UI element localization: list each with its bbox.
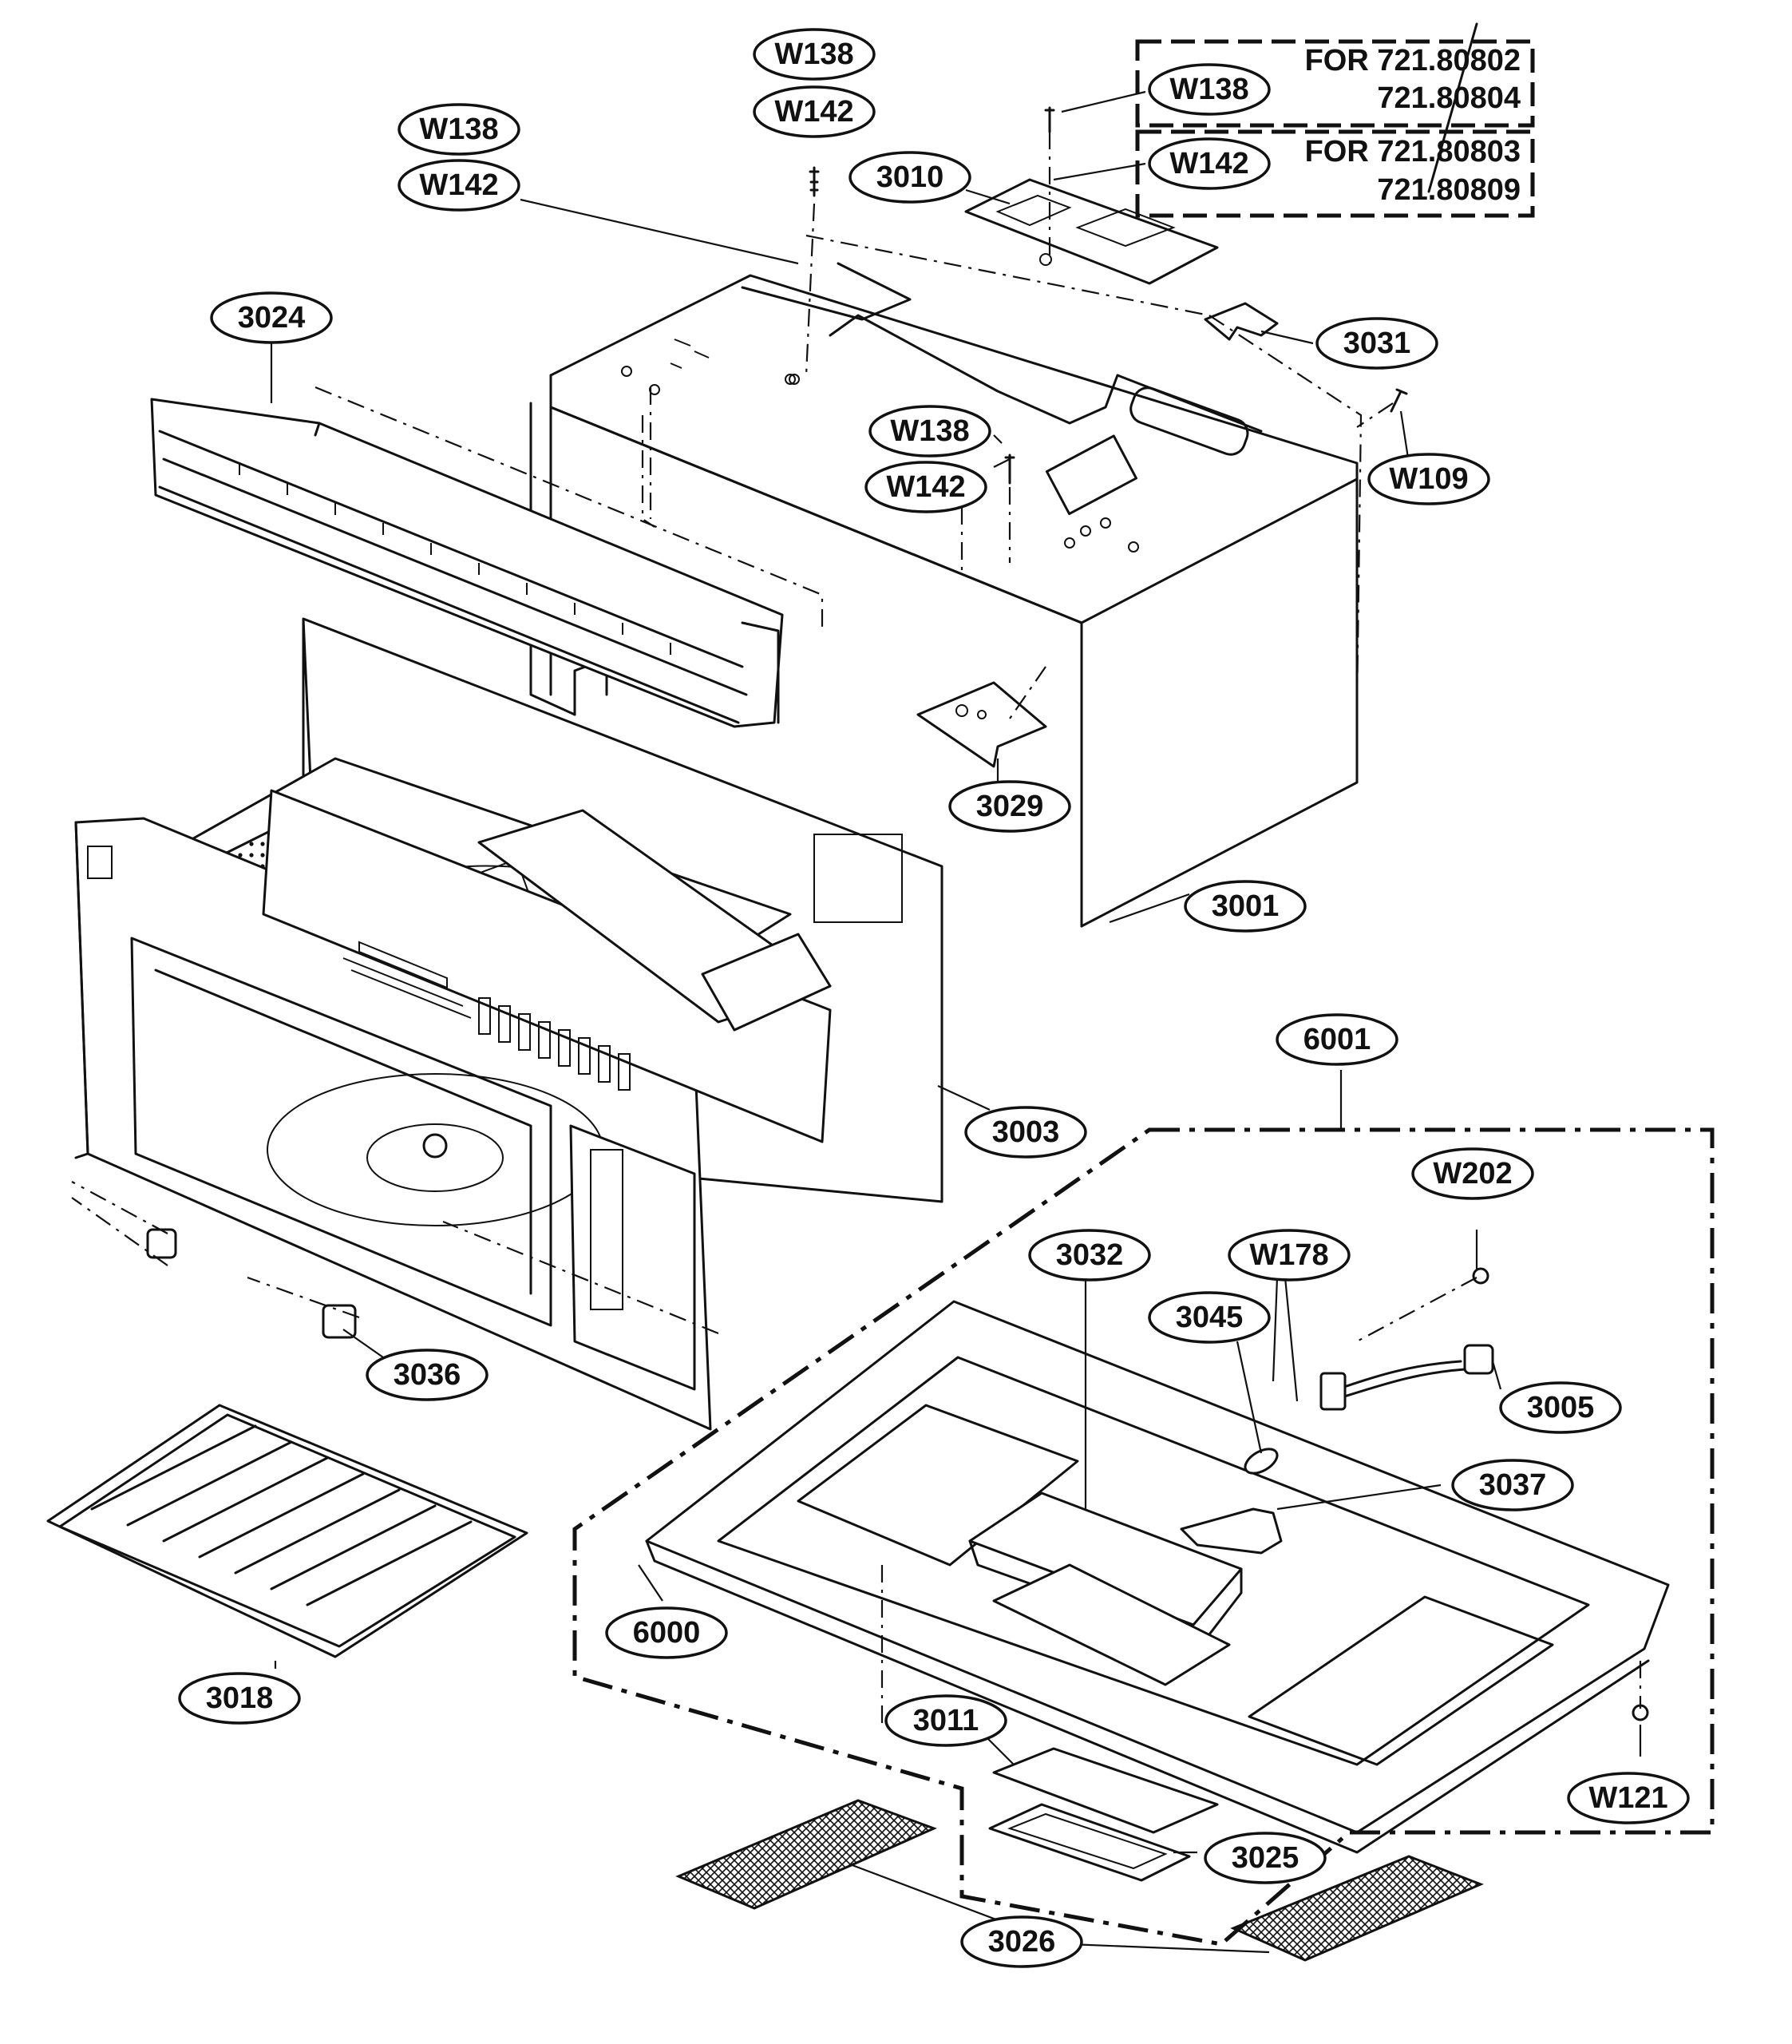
note-w138-line1: FOR 721.80802 xyxy=(1305,44,1521,77)
svg-text:W178: W178 xyxy=(1249,1238,1328,1272)
svg-text:W142: W142 xyxy=(419,168,498,202)
svg-text:W109: W109 xyxy=(1389,462,1468,496)
oven-rack-3018 xyxy=(46,1404,528,1658)
bottom-plate-6000 xyxy=(645,1267,1670,1854)
svg-text:3032: 3032 xyxy=(1056,1238,1124,1272)
svg-text:W121: W121 xyxy=(1588,1781,1667,1815)
svg-text:3003: 3003 xyxy=(992,1115,1060,1149)
callout-w138-box: W138 xyxy=(1148,63,1271,116)
alignment-lines xyxy=(71,132,1642,1729)
svg-text:3010: 3010 xyxy=(876,160,944,194)
callout-3031: 3031 xyxy=(1315,317,1438,370)
oven-cavity-3003 xyxy=(74,617,943,1431)
callout-3025: 3025 xyxy=(1204,1832,1327,1884)
svg-text:W202: W202 xyxy=(1433,1157,1512,1190)
model-note-box-w142 xyxy=(1135,129,1535,218)
callout-w109: W109 xyxy=(1367,453,1490,505)
callout-w138-mid: W138 xyxy=(868,405,991,458)
callout-3018: 3018 xyxy=(178,1672,301,1725)
svg-text:W142: W142 xyxy=(1169,147,1248,180)
svg-text:3025: 3025 xyxy=(1232,1841,1299,1875)
callout-w142-left: W142 xyxy=(398,159,520,212)
callout-3045: 3045 xyxy=(1148,1291,1271,1344)
note-strike-mark xyxy=(1427,22,1478,193)
callout-3037: 3037 xyxy=(1451,1459,1574,1511)
svg-text:W142: W142 xyxy=(886,470,965,504)
svg-text:W138: W138 xyxy=(419,113,498,146)
svg-text:3037: 3037 xyxy=(1479,1468,1547,1502)
callout-w142-box: W142 xyxy=(1148,137,1271,190)
bracket-3031 xyxy=(1204,302,1279,341)
svg-text:3024: 3024 xyxy=(238,301,306,335)
model-note-box-w138 xyxy=(1135,39,1535,128)
bracket-3029 xyxy=(916,681,1047,768)
svg-text:6001: 6001 xyxy=(1303,1023,1371,1056)
svg-text:3026: 3026 xyxy=(988,1925,1056,1959)
callout-3029: 3029 xyxy=(948,780,1071,833)
svg-text:W138: W138 xyxy=(774,38,853,71)
svg-text:3005: 3005 xyxy=(1527,1391,1595,1424)
callout-6000: 6000 xyxy=(605,1606,728,1659)
callout-w202: W202 xyxy=(1411,1147,1534,1200)
callout-w138-left: W138 xyxy=(398,103,520,156)
callout-w142-top: W142 xyxy=(753,85,876,138)
kit-boundary-6001 xyxy=(572,1127,1715,1947)
svg-text:3036: 3036 xyxy=(394,1358,461,1392)
note-w142-line1: FOR 721.80803 xyxy=(1305,135,1521,168)
callout-3032: 3032 xyxy=(1028,1229,1151,1281)
svg-text:3031: 3031 xyxy=(1343,327,1411,360)
vent-grille-3024 xyxy=(150,398,784,728)
callout-w178: W178 xyxy=(1228,1229,1351,1281)
callout-3024: 3024 xyxy=(210,291,333,344)
svg-text:W138: W138 xyxy=(1169,73,1248,106)
callout-3036: 3036 xyxy=(366,1349,489,1401)
svg-text:3001: 3001 xyxy=(1212,889,1280,923)
screw-hardware xyxy=(789,106,1408,485)
svg-text:6000: 6000 xyxy=(633,1616,701,1650)
svg-text:3045: 3045 xyxy=(1176,1301,1244,1334)
svg-text:W142: W142 xyxy=(774,95,853,129)
svg-text:W138: W138 xyxy=(890,414,969,448)
svg-text:3011: 3011 xyxy=(913,1704,979,1737)
callout-3005: 3005 xyxy=(1499,1381,1622,1434)
callout-w138-top: W138 xyxy=(753,28,876,81)
callout-3003: 3003 xyxy=(964,1106,1087,1159)
callout-3001: 3001 xyxy=(1184,880,1307,933)
callout-3026: 3026 xyxy=(960,1915,1083,1968)
callout-3011: 3011 xyxy=(884,1694,1007,1747)
bracket-3010 xyxy=(964,178,1219,285)
callout-6001: 6001 xyxy=(1276,1013,1398,1066)
svg-text:3029: 3029 xyxy=(976,790,1044,823)
note-w138-line2: 721.80804 xyxy=(1377,81,1521,115)
callout-w121: W121 xyxy=(1567,1772,1690,1824)
grease-filter-right-3026 xyxy=(1230,1855,1484,1962)
light-cover-3011 xyxy=(992,1747,1219,1834)
callout-w142-mid: W142 xyxy=(864,461,987,513)
lamp-socket-3025 xyxy=(988,1803,1191,1882)
note-w142-line2: 721.80809 xyxy=(1377,173,1521,207)
svg-text:3018: 3018 xyxy=(206,1682,274,1715)
callout-3010: 3010 xyxy=(849,151,971,204)
grease-filter-left-3026 xyxy=(675,1799,937,1910)
